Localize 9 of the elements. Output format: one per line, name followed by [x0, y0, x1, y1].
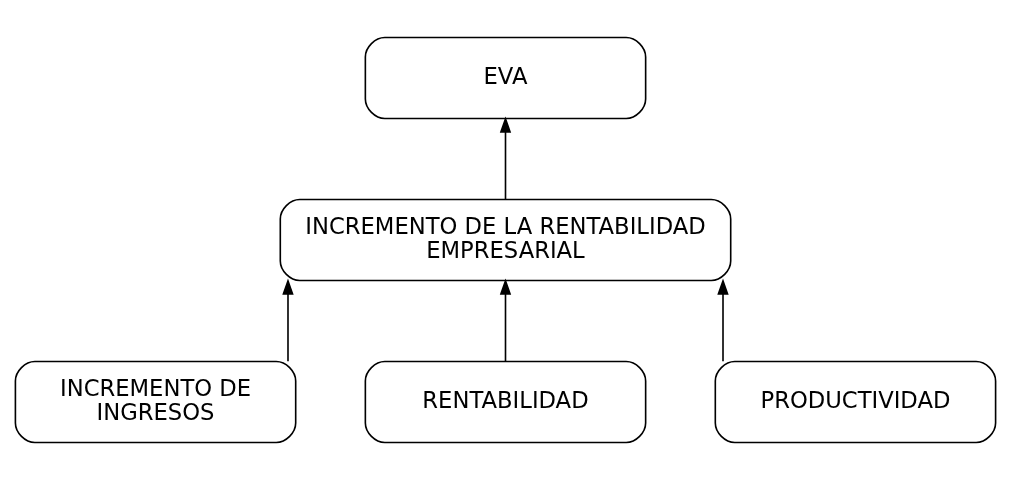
- arrow: [282, 278, 294, 362]
- node-box: INCREMENTO DE LA RENTABILIDAD EMPRESARIAL: [279, 198, 732, 282]
- node-box: RENTABILIDAD: [364, 360, 647, 444]
- node-box: EVA: [364, 36, 647, 120]
- arrow: [499, 278, 512, 362]
- node-box: PRODUCTIVIDAD: [714, 360, 997, 444]
- node-box: INCREMENTO DE INGRESOS: [14, 360, 297, 444]
- arrow: [717, 278, 729, 362]
- arrow: [499, 116, 512, 200]
